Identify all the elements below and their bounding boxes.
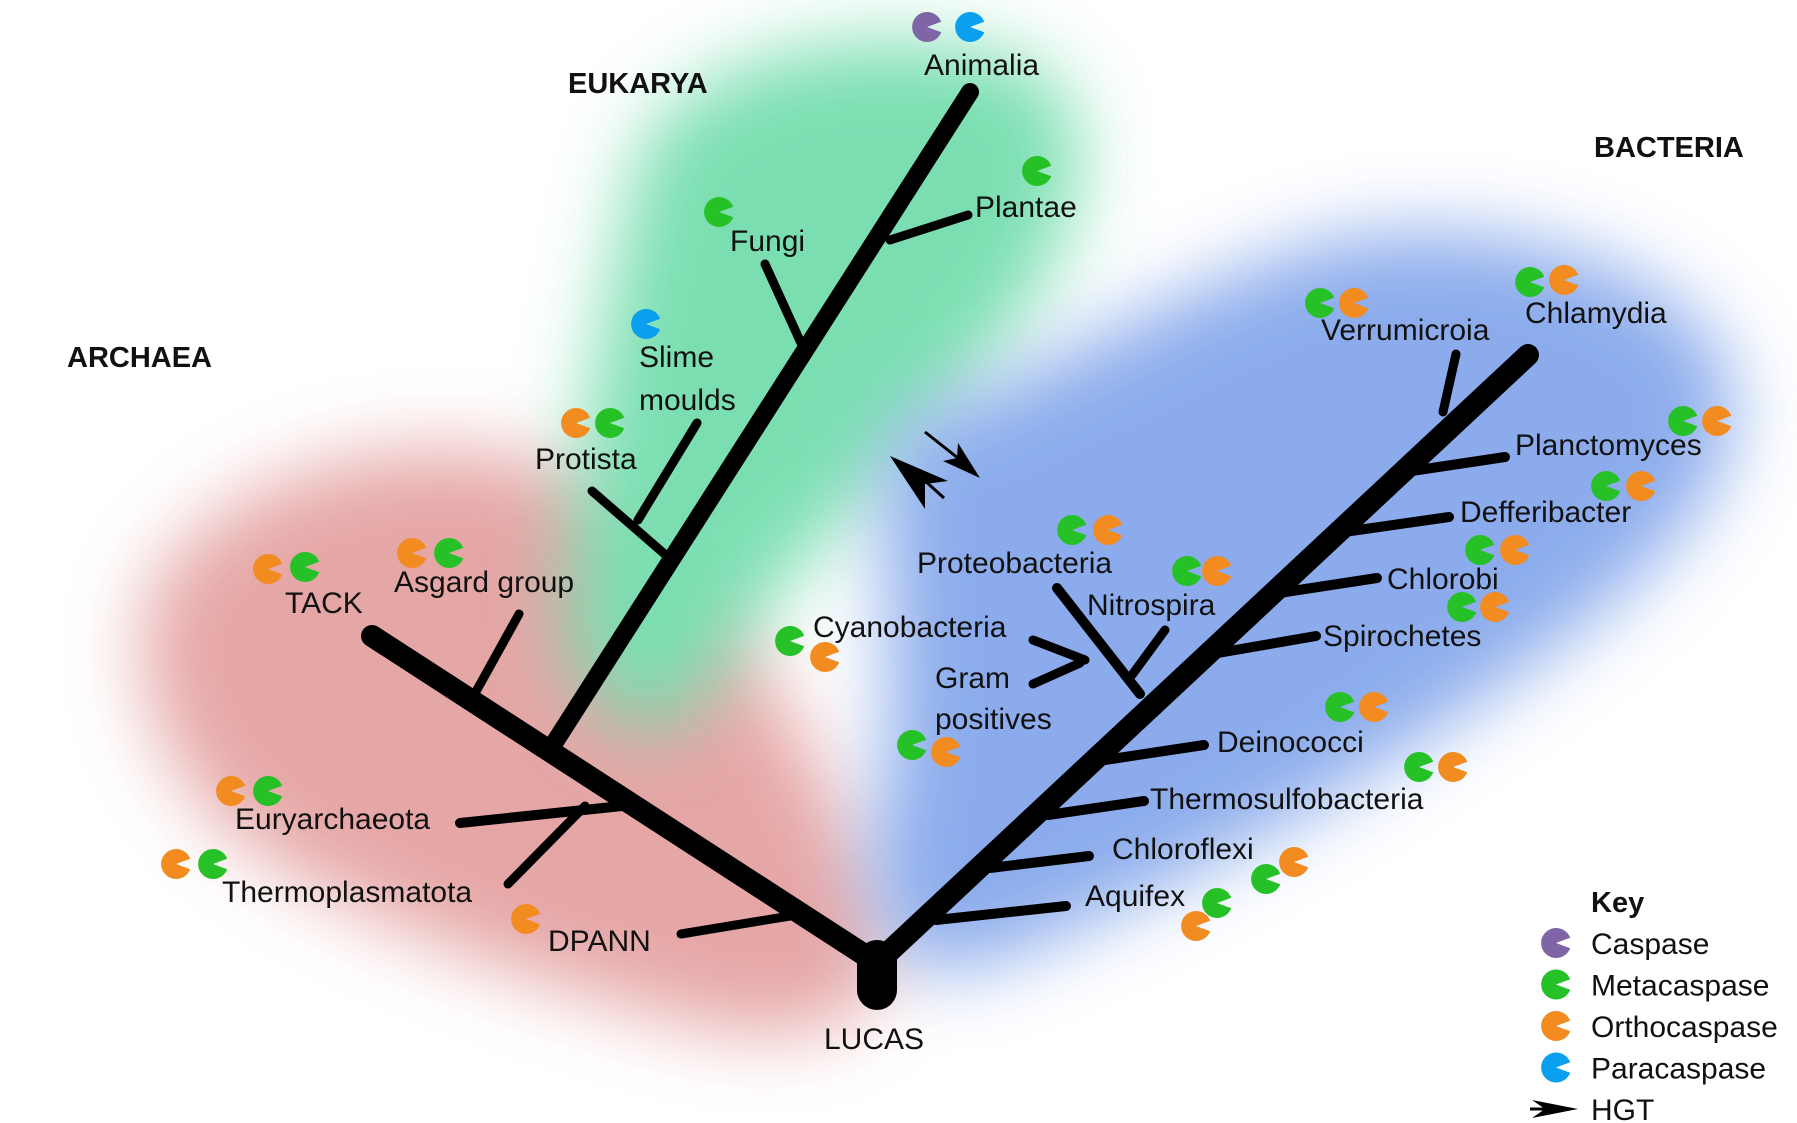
legend-item-metacaspase: Metacaspase [1541, 969, 1769, 1003]
branch-gram-positives [1028, 658, 1085, 689]
orthocaspase-icon [1438, 752, 1468, 782]
metacaspase-icon [1404, 752, 1434, 782]
taxon-label-aquifex: Aquifex [1085, 880, 1185, 913]
orthocaspase-icon [1181, 911, 1211, 941]
domain-title-eukarya: EUKARYA [568, 68, 708, 100]
legend-label-orthocaspase: Orthocaspase [1591, 1011, 1778, 1044]
legend-label-metacaspase: Metacaspase [1591, 970, 1769, 1003]
archaea-trunk [361, 625, 888, 974]
legend-label-paracaspase: Paracaspase [1591, 1053, 1766, 1086]
metacaspase-icon [1541, 969, 1571, 1000]
taxon-label-gram-positives-2: positives [935, 703, 1052, 736]
branch-tack-asgard [468, 609, 524, 702]
eukarya-trunk [544, 83, 979, 754]
branch-fungi [760, 259, 806, 348]
taxon-label-asgard: Asgard group [394, 566, 574, 599]
orthocaspase-icon [1279, 847, 1309, 877]
legend-item-orthocaspase: Orthocaspase [1541, 1011, 1778, 1044]
metacaspase-icon [198, 849, 228, 879]
caspase-icon [912, 12, 942, 42]
taxon-label-slime-moulds-1: Slime [639, 341, 714, 374]
taxon-label-fungi: Fungi [730, 225, 805, 258]
hgt-arrows [890, 430, 980, 509]
legend-label-caspase: Caspase [1591, 928, 1709, 961]
taxon-label-dpann: DPANN [548, 925, 651, 958]
orthocaspase-icon [561, 408, 591, 438]
branch-aquifex [931, 901, 1071, 925]
taxon-label-chlamydia: Chlamydia [1525, 297, 1667, 330]
branch-chloroflexi [985, 851, 1094, 873]
branch-chlorobi [1274, 573, 1382, 598]
legend-item-hgt: HGT [1530, 1094, 1654, 1123]
taxon-label-chloroflexi: Chloroflexi [1112, 833, 1254, 866]
branch-slime-moulds [633, 418, 702, 525]
taxon-label-slime-moulds-2: moulds [639, 384, 736, 417]
branch-plantae [885, 210, 973, 245]
taxon-label-cyanobacteria: Cyanobacteria [813, 611, 1007, 644]
legend-label-hgt: HGT [1591, 1094, 1654, 1123]
taxon-label-plantae: Plantae [975, 191, 1077, 224]
branch-thermosulfobacteria [1043, 796, 1149, 820]
branch-defferibacter [1339, 512, 1454, 537]
taxon-label-chlorobi: Chlorobi [1387, 563, 1499, 596]
tree-branches [361, 83, 1539, 1010]
branch-nitrospira [1127, 625, 1170, 680]
taxon-label-thermoplasmatota: Thermoplasmatota [222, 876, 472, 909]
hgt-arrow-icon [924, 430, 980, 478]
legend-item-paracaspase: Paracaspase [1541, 1052, 1766, 1086]
domain-title-bacteria: BACTERIA [1594, 132, 1744, 164]
taxon-label-euryarchaeota: Euryarchaeota [235, 803, 430, 836]
paracaspase-icon [955, 12, 985, 42]
bacteria-trunk [866, 344, 1539, 974]
metacaspase-icon [775, 626, 805, 656]
branch-deinococci [1100, 740, 1209, 765]
branch-spirochetes [1213, 631, 1321, 658]
taxon-label-spirochetes: Spirochetes [1323, 620, 1481, 653]
taxon-label-animalia: Animalia [924, 49, 1039, 82]
taxon-label-thermosulfobacteria: Thermosulfobacteria [1150, 783, 1424, 816]
orthocaspase-icon [1541, 1011, 1571, 1041]
legend-item-caspase: Caspase [1541, 928, 1709, 961]
domain-title-archaea: ARCHAEA [67, 342, 212, 374]
taxon-label-nitrospira: Nitrospira [1087, 589, 1216, 622]
branch-thermoplasmatota [503, 801, 590, 889]
branch-planctomyces [1400, 452, 1510, 477]
eukarya-region [568, 40, 1080, 729]
taxon-label-proteobacteria: Proteobacteria [917, 547, 1112, 580]
marker-group-chloroflexi [1251, 847, 1309, 894]
taxon-label-deinococci: Deinococci [1217, 726, 1364, 759]
marker-group-animalia [912, 12, 985, 42]
marker-group-aquifex [1181, 888, 1232, 941]
bacteria-region [870, 232, 1734, 971]
branch-proteobacteria-group [1052, 583, 1145, 699]
taxa-labels: Animalia Plantae Fungi Slime moulds Prot… [222, 49, 1702, 1056]
taxon-label-verrumicroia: Verrumicroia [1321, 314, 1490, 347]
caspase-icon [1541, 928, 1571, 958]
marker-group-thermoplasmatota [161, 849, 228, 879]
orthocaspase-icon [810, 642, 840, 672]
metacaspase-icon [1202, 888, 1232, 918]
branch-protista [587, 486, 673, 562]
metacaspase-icon [1251, 864, 1281, 894]
taxon-label-protista: Protista [535, 443, 637, 476]
orthocaspase-icon [161, 849, 191, 879]
legend-title: Key [1591, 887, 1644, 919]
paracaspase-icon [1541, 1052, 1571, 1083]
taxon-label-defferibacter: Defferibacter [1460, 496, 1631, 529]
taxon-label-lucas: LUCAS [824, 1023, 924, 1056]
branch-dpann [676, 911, 795, 939]
legend: Key CaspaseMetacaspaseOrthocaspaseParaca… [1530, 887, 1778, 1123]
branch-verrumicroia [1438, 349, 1461, 417]
taxon-label-gram-positives-1: Gram [935, 662, 1010, 695]
taxon-label-planctomyces: Planctomyces [1515, 429, 1702, 462]
branch-cyanobacteria [1028, 635, 1090, 665]
domain-regions [142, 40, 1734, 1034]
marker-group-thermosulfobacteria [1404, 752, 1468, 782]
taxon-label-tack: TACK [285, 587, 363, 620]
hgt-arrow-icon [890, 456, 948, 509]
branch-euryarchaeota [455, 801, 627, 828]
